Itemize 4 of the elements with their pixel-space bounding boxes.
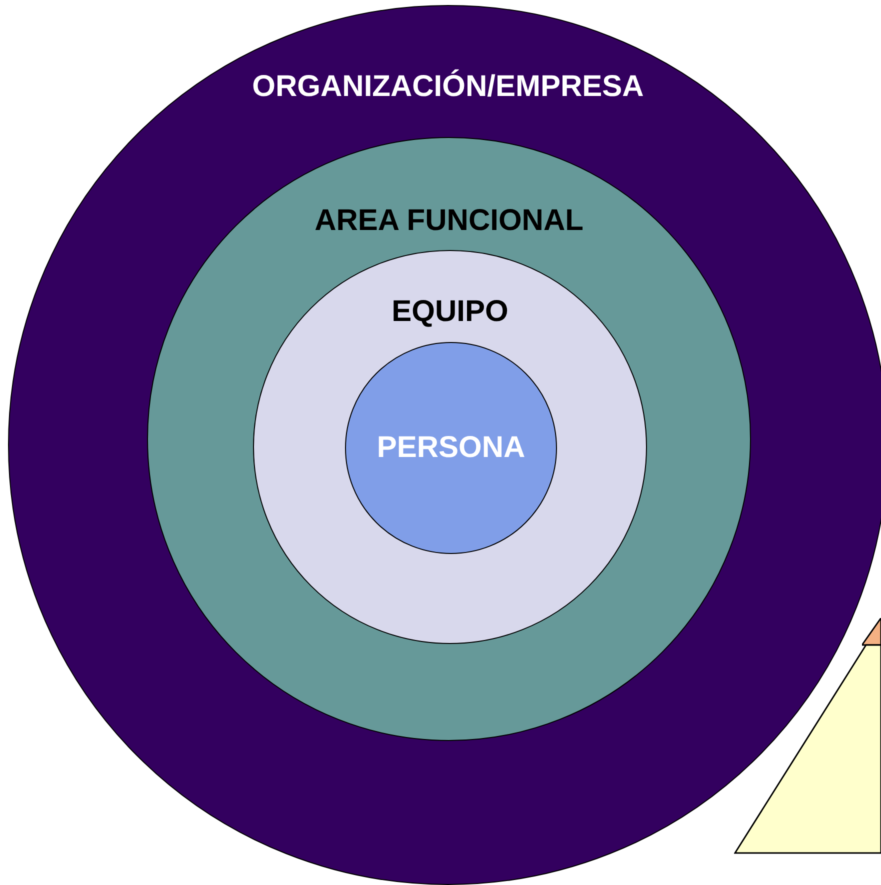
circle-label: AREA FUNCIONAL: [314, 204, 584, 238]
circle-label: EQUIPO: [392, 295, 508, 329]
circle-label: ORGANIZACIÓN/EMPRESA: [252, 70, 644, 104]
circle-label: PERSONA: [376, 431, 526, 465]
